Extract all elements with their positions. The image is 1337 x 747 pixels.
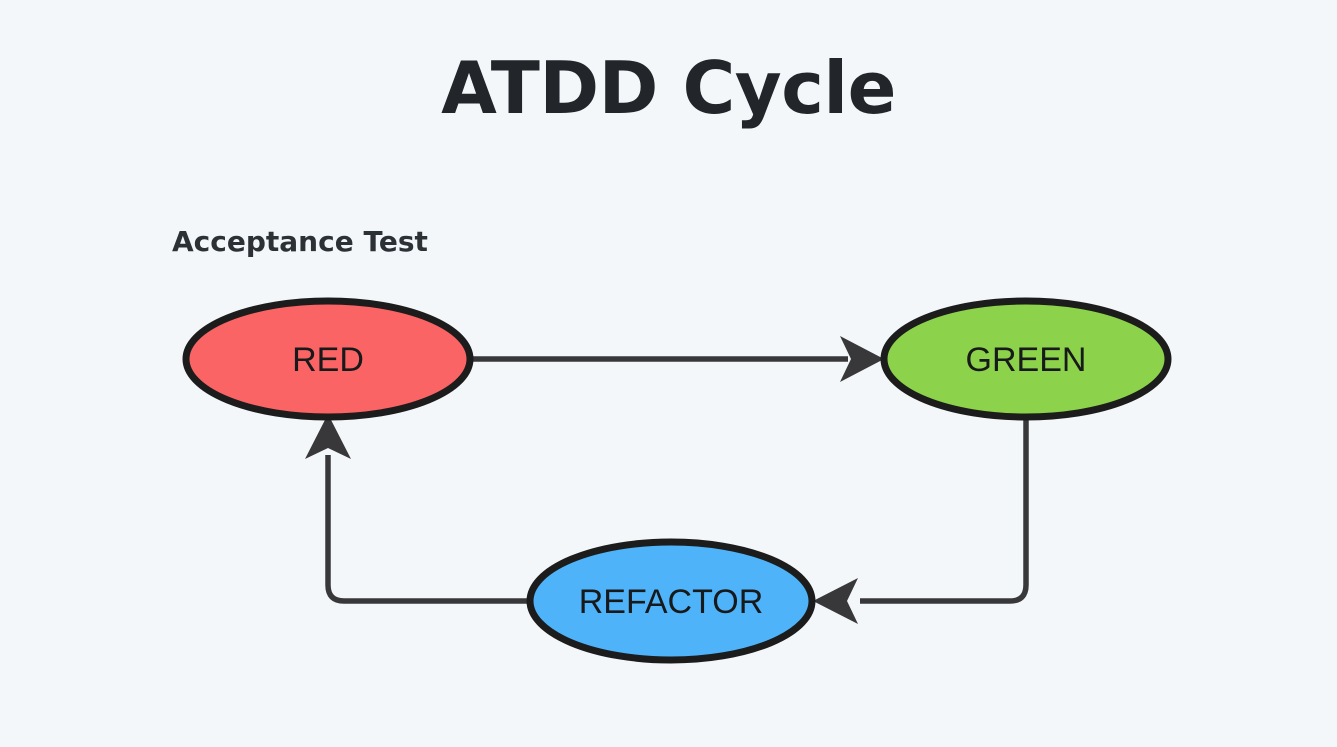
edge-red-to-green [472,336,884,382]
node-label-refactor: REFACTOR [579,583,764,621]
node-shape-red[interactable] [182,297,474,421]
group-label-acceptance-test: Acceptance Test [172,225,428,258]
edge-line-refactor-to-red [325,455,530,604]
arrowhead-icon-into-red [305,414,351,459]
page-title: ATDD Cycle [441,46,896,130]
arrowhead-icon-into-green [840,336,884,382]
node-red[interactable]: RED [182,297,474,421]
edge-refactor-to-red [305,414,530,604]
node-green[interactable]: GREEN [880,297,1172,421]
node-shape-green[interactable] [880,297,1172,421]
node-label-red: RED [292,341,364,379]
edge-green-to-refactor [813,417,1029,624]
arrowhead-icon-into-refactor [813,578,858,624]
node-shape-refactor[interactable] [526,538,816,664]
node-refactor[interactable]: REFACTOR [526,538,816,664]
edge-line-green-to-refactor [860,417,1029,604]
node-label-green: GREEN [966,341,1087,379]
